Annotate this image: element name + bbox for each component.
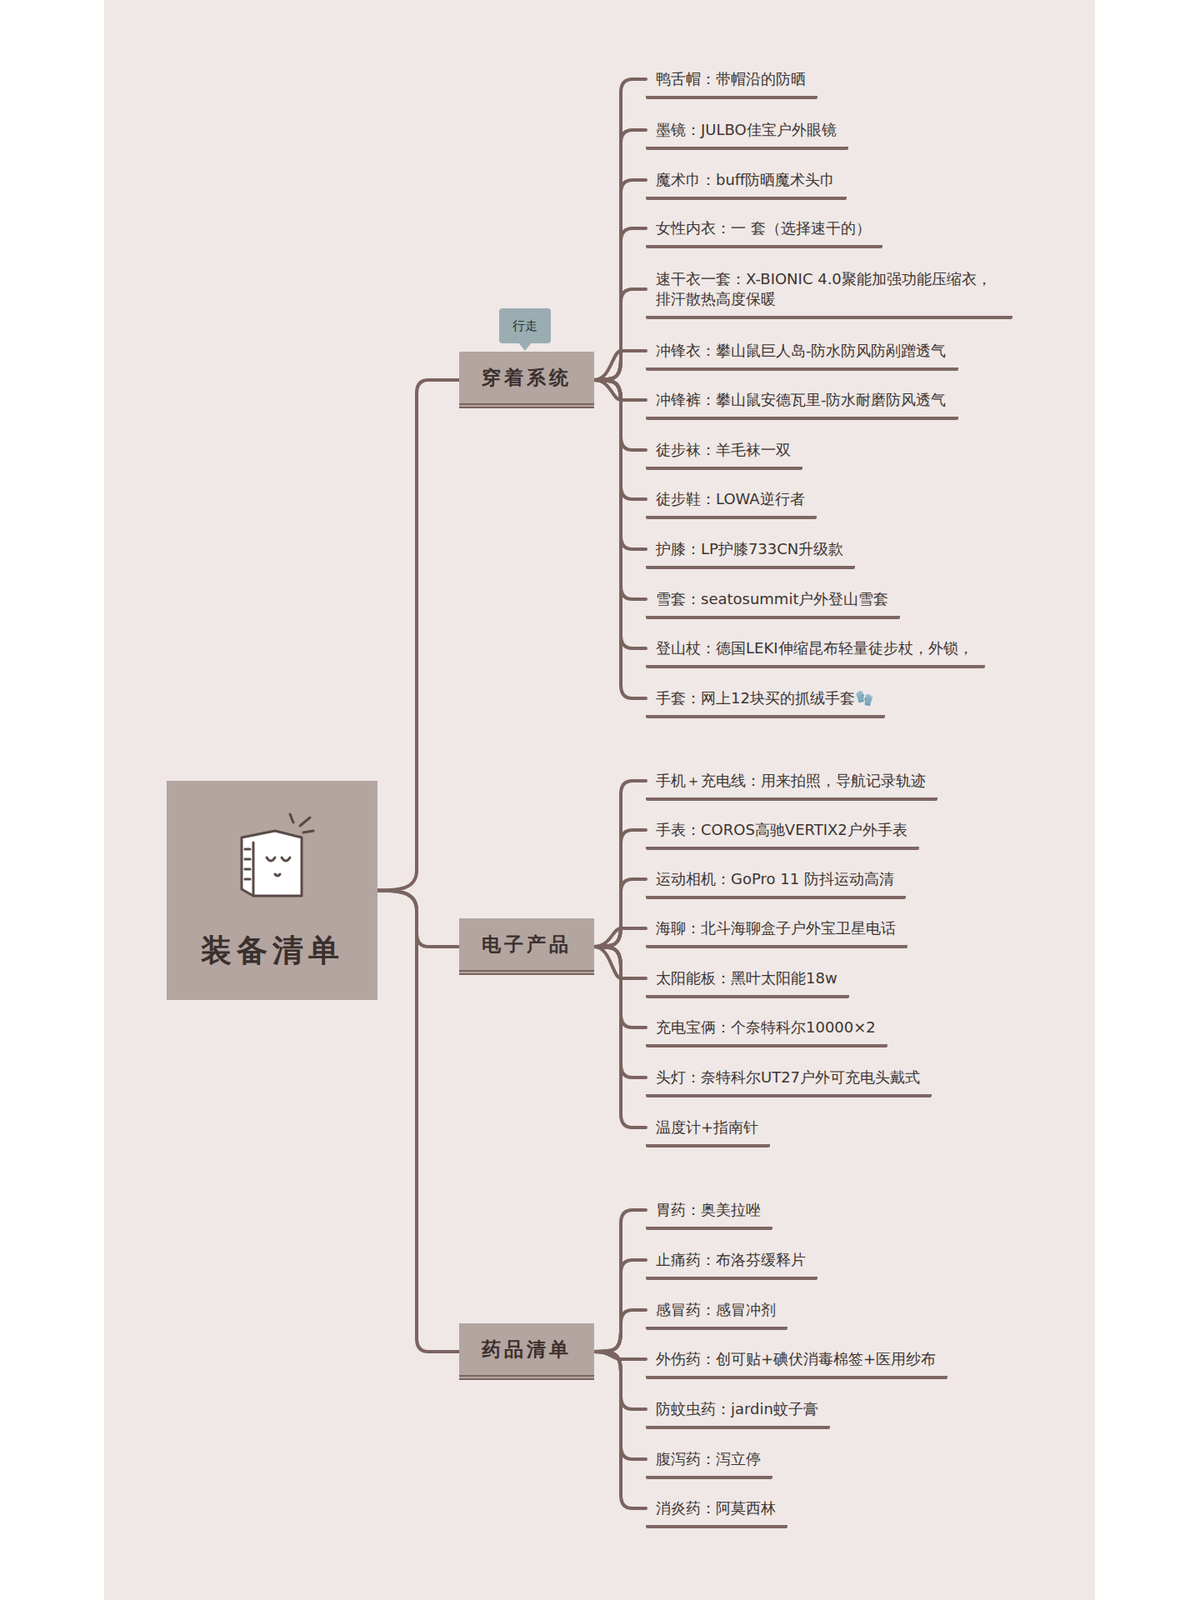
- item-text: 徒步鞋：LOWA逆行者: [655, 489, 805, 510]
- item-text: 充电宝俩：个奈特科尔10000×2: [655, 1017, 876, 1038]
- list-item: 速干衣一套：X-BIONIC 4.0聚能加强功能压缩衣，排汗散热高度保暖: [645, 265, 1013, 320]
- list-item: 女性内衣：一 套（选择速干的）: [645, 215, 883, 249]
- list-item: 手表：COROS高驰VERTIX2户外手表: [645, 816, 920, 850]
- bracket-connector: [594, 780, 646, 947]
- list-item: 海聊：北斗海聊盒子户外宝卫星电话: [645, 915, 908, 949]
- bracket-connector: [377, 380, 460, 891]
- bracket-connector: [594, 879, 646, 947]
- item-text: 雪套：seatosummit户外登山雪套: [655, 589, 889, 610]
- item-text: 护膝：LP护膝733CN升级款: [655, 539, 844, 560]
- item-text: 手套：网上12块买的抓绒手套🧤: [655, 688, 874, 709]
- item-text: 温度计+指南针: [655, 1117, 759, 1138]
- item-text: 腹泻药：泻立停: [655, 1449, 761, 1470]
- item-text: 运动相机：GoPro 11 防抖运动高清: [655, 869, 895, 890]
- item-text: 鸭舌帽：带帽沿的防晒: [655, 69, 806, 90]
- central-box: 装备清单: [166, 780, 378, 1000]
- item-text: 感冒药：感冒冲剂: [655, 1300, 776, 1320]
- list-item: 魔术巾：buff防晒魔术头巾: [645, 166, 847, 200]
- list-item: 冲锋裤：攀山鼠安德瓦里-防水耐磨防风透气: [645, 386, 959, 420]
- node-label: 行走: [512, 318, 538, 335]
- list-item: 太阳能板：黑叶太阳能18w: [645, 965, 850, 999]
- list-item: 手套：网上12块买的抓绒手套🧤: [645, 685, 885, 719]
- list-item: 感冒药：感冒冲剂: [645, 1296, 788, 1330]
- bracket-connector: [377, 890, 460, 1353]
- item-text: 冲锋衣：攀山鼠巨人岛-防水防风防剐蹭透气: [655, 340, 947, 361]
- bracket-connector: [594, 228, 646, 380]
- bracket-connector: [594, 380, 646, 699]
- item-text: 墨镜：JULBO佳宝户外眼镜: [655, 120, 837, 140]
- item-text: 手表：COROS高驰VERTIX2户外手表: [655, 820, 908, 840]
- bracket-connector: [594, 928, 646, 947]
- list-item: 冲锋衣：攀山鼠巨人岛-防水防风防剐蹭透气: [645, 337, 959, 371]
- list-item: 徒步袜：羊毛袜一双: [645, 436, 803, 470]
- list-item: 腹泻药：泻立停: [645, 1445, 773, 1480]
- list-item: 手机＋充电线：用来拍照，导航记录轨迹: [645, 767, 938, 801]
- node-label: 药品清单: [481, 1336, 572, 1363]
- list-item: 防蚊虫药：jardin蚊子膏: [645, 1395, 830, 1430]
- item-text: 冲锋裤：攀山鼠安德瓦里-防水耐磨防风透气: [655, 390, 947, 410]
- item-text: 徒步袜：羊毛袜一双: [655, 440, 791, 460]
- bracket-connector: [594, 946, 646, 1128]
- list-item: 护膝：LP护膝733CN升级款: [645, 535, 855, 570]
- bracket-connector: [594, 1210, 646, 1352]
- item-text: 海聊：北斗海聊盒子户外宝卫星电话: [655, 918, 896, 939]
- document-icon: [223, 812, 324, 905]
- list-item: 鸭舌帽：带帽沿的防晒: [645, 65, 818, 100]
- item-text: 消炎药：阿莫西林: [655, 1498, 776, 1519]
- bracket-connector: [594, 830, 646, 947]
- item-text: 魔术巾：buff防晒魔术头巾: [655, 170, 835, 190]
- category-box: 穿着系统: [459, 351, 595, 409]
- item-text: 外伤药：创可贴+碘伏消毒棉签+医用纱布: [655, 1349, 936, 1370]
- bracket-connector: [594, 79, 646, 380]
- bracket-connector: [594, 1351, 646, 1509]
- list-item: 止痛药：布洛芬缓释片: [645, 1246, 818, 1280]
- bracket-connector: [594, 289, 646, 380]
- item-text: 太阳能板：黑叶太阳能18w: [655, 968, 838, 989]
- item-text: 速干衣一套：X-BIONIC 4.0聚能加强功能压缩衣，排汗散热高度保暖: [655, 269, 1001, 310]
- item-text: 头灯：奈特科尔UT27户外可充电头戴式: [655, 1067, 920, 1088]
- list-item: 充电宝俩：个奈特科尔10000×2: [645, 1014, 888, 1048]
- node-label: 穿着系统: [481, 365, 572, 391]
- item-text: 手机＋充电线：用来拍照，导航记录轨迹: [655, 770, 926, 791]
- bracket-connector: [594, 180, 646, 380]
- item-text: 女性内衣：一 套（选择速干的）: [655, 218, 871, 239]
- list-item: 外伤药：创可贴+碘伏消毒棉签+医用纱布: [645, 1345, 948, 1380]
- list-item: 墨镜：JULBO佳宝户外眼镜: [645, 116, 849, 150]
- list-item: 雪套：seatosummit户外登山雪套: [645, 585, 900, 620]
- node-label: 电子产品: [481, 931, 572, 958]
- list-item: 消炎药：阿莫西林: [645, 1495, 788, 1529]
- list-item: 徒步鞋：LOWA逆行者: [645, 485, 817, 520]
- bracket-connector: [594, 130, 646, 380]
- bracket-connector: [594, 350, 646, 380]
- bracket-connector: [594, 1310, 646, 1352]
- list-item: 胃药：奥美拉唑: [645, 1196, 773, 1230]
- list-item: 温度计+指南针: [645, 1114, 770, 1148]
- category-box: 电子产品: [459, 918, 595, 975]
- list-item: 头灯：奈特科尔UT27户外可充电头戴式: [645, 1064, 932, 1098]
- tag-callout: 行走: [499, 308, 551, 344]
- list-item: 运动相机：GoPro 11 防抖运动高清: [645, 865, 906, 900]
- item-text: 胃药：奥美拉唑: [655, 1200, 761, 1220]
- item-text: 登山杖：德国LEKI伸缩昆布轻量徒步杖，外锁，: [655, 638, 974, 659]
- list-item: 登山杖：德国LEKI伸缩昆布轻量徒步杖，外锁，: [645, 635, 985, 669]
- node-label: 装备清单: [200, 930, 345, 972]
- bracket-connector: [594, 1260, 646, 1352]
- item-text: 防蚊虫药：jardin蚊子膏: [655, 1399, 819, 1420]
- item-text: 止痛药：布洛芬缓释片: [655, 1250, 806, 1270]
- category-box: 药品清单: [459, 1323, 595, 1380]
